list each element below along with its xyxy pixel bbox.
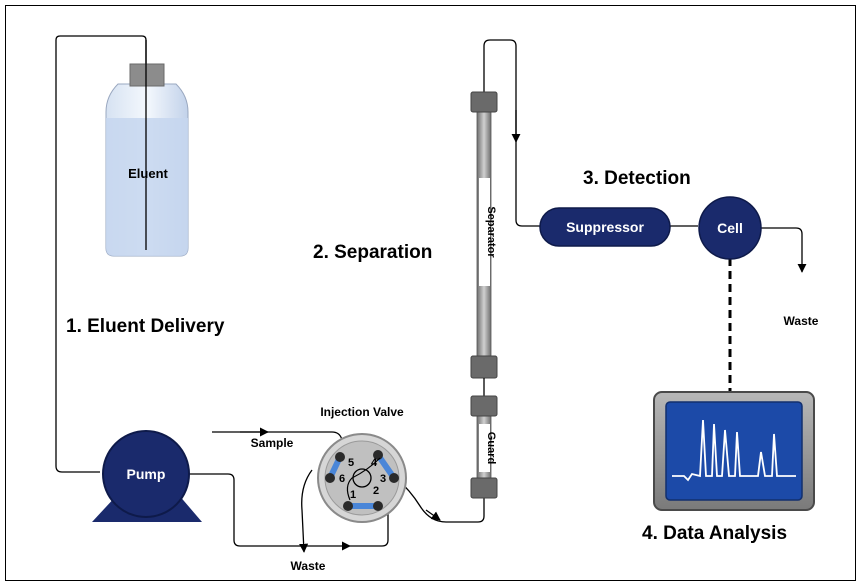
monitor <box>653 391 815 511</box>
tube-cell-waste <box>760 227 807 273</box>
tube-valve-waste <box>299 469 313 553</box>
title-separation: 2. Separation <box>313 242 432 263</box>
port-1: 1 <box>350 489 356 501</box>
sample-label: Sample <box>251 436 294 450</box>
guard-label: Guard <box>485 432 497 464</box>
title-eluent-delivery: 1. Eluent Delivery <box>66 316 225 337</box>
title-detection: 3. Detection <box>583 168 691 189</box>
port-5: 5 <box>348 457 354 469</box>
injection-valve-label: Injection Valve <box>320 405 404 419</box>
eluent-bottle <box>105 40 189 257</box>
waste-cell-label: Waste <box>784 314 819 328</box>
detector-cell <box>698 196 762 260</box>
pump <box>92 430 202 522</box>
pump-label: Pump <box>127 466 166 482</box>
tube-eluent-to-pump <box>55 35 147 473</box>
guard-column <box>470 395 498 499</box>
title-data-analysis: 4. Data Analysis <box>642 523 787 544</box>
chromatogram-trace <box>672 419 796 482</box>
eluent-label: Eluent <box>128 166 168 181</box>
separator-label: Separator <box>485 206 497 258</box>
waste-valve-label: Waste <box>291 559 326 573</box>
tube-separator-to-suppressor <box>483 39 540 227</box>
cell-label: Cell <box>717 220 743 236</box>
tube-to-valve <box>350 500 389 547</box>
port-6: 6 <box>339 473 345 485</box>
port-2: 2 <box>373 485 379 497</box>
port-3: 3 <box>380 473 386 485</box>
suppressor-label: Suppressor <box>566 219 644 235</box>
tube-pump-out <box>186 473 351 551</box>
injection-valve <box>317 433 407 523</box>
diagram-frame <box>5 5 856 581</box>
port-4: 4 <box>371 457 378 469</box>
separator-column <box>470 91 498 396</box>
suppressor <box>539 207 671 247</box>
